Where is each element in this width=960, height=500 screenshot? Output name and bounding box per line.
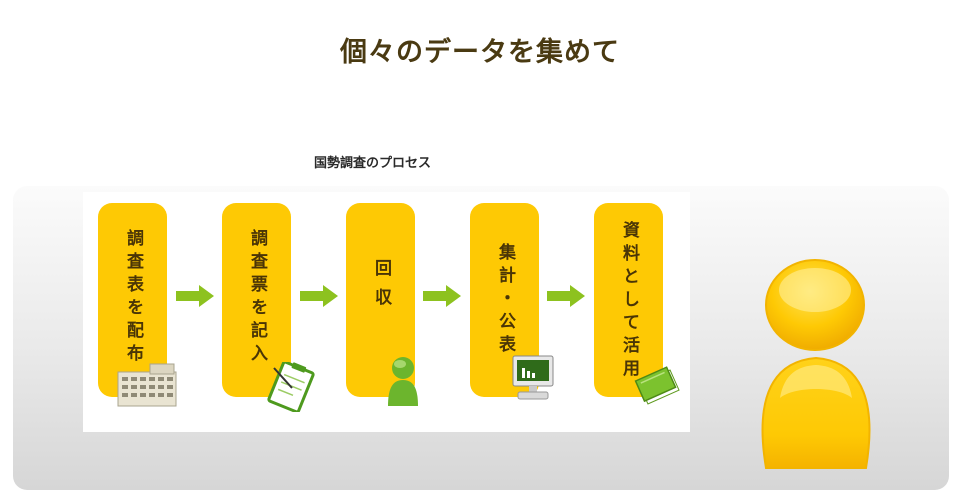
step-label: 調査表を配布 xyxy=(123,229,143,367)
clipboard-icon xyxy=(267,362,315,412)
arrow-right-icon xyxy=(176,285,214,307)
process-caption: 国勢調査のプロセス xyxy=(314,156,432,171)
arrow-right-icon xyxy=(423,285,461,307)
step-utilize: 資料として活用 xyxy=(594,203,663,397)
step-label: 調査票を記入 xyxy=(247,229,267,367)
step-label: 回収 xyxy=(371,259,391,317)
computer-monitor-icon xyxy=(512,355,554,400)
arrow-right-icon xyxy=(547,285,585,307)
book-icon xyxy=(634,366,680,405)
person-icon xyxy=(388,357,418,406)
step-fill-in: 調査票を記入 xyxy=(222,203,291,397)
arrow-right-icon xyxy=(300,285,338,307)
step-tabulate: 集計・公表 xyxy=(470,203,539,397)
page-title: 個々のデータを集めて xyxy=(340,37,620,68)
person-figure-icon xyxy=(761,259,871,469)
building-icon xyxy=(117,363,177,407)
step-label: 資料として活用 xyxy=(619,221,639,382)
step-label: 集計・公表 xyxy=(495,243,515,358)
